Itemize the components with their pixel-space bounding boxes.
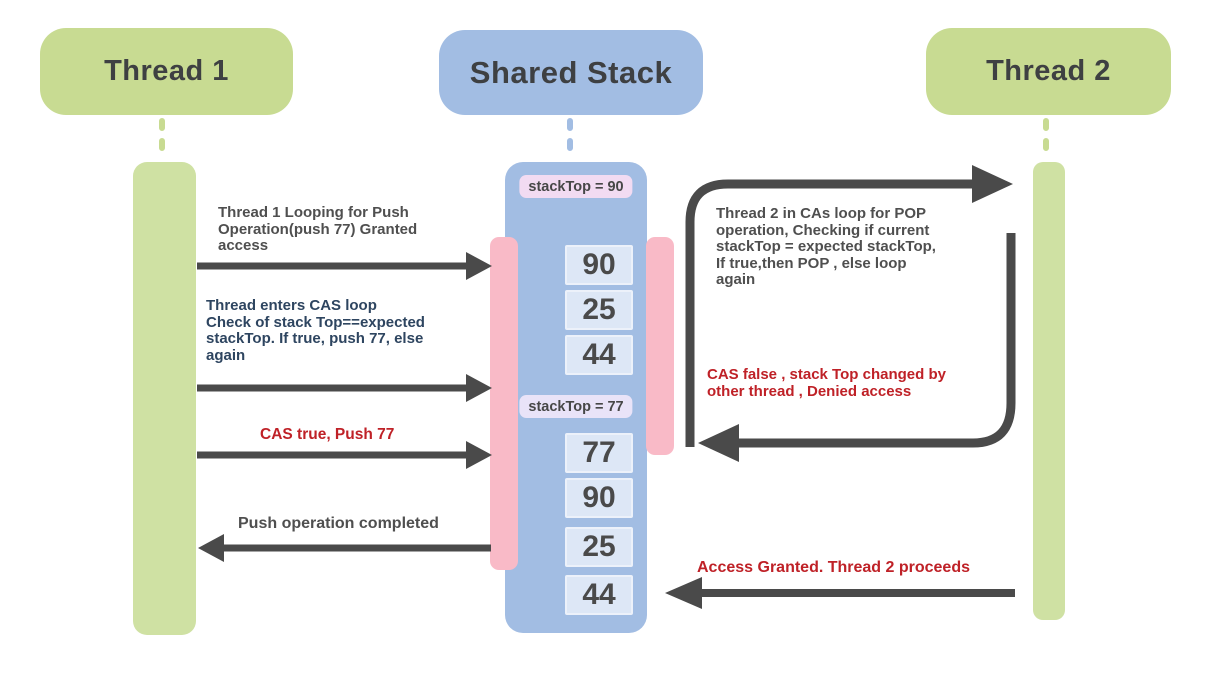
message-t1-push-request: Thread 1 Looping for Push Operation(push… [218,204,418,254]
arrow-push-request [197,252,492,280]
arrow-push-completed [198,534,491,562]
message-t1-cas-true: CAS true, Push 77 [260,426,395,443]
stack-cell: 90 [565,478,633,518]
message-t2-cas-false: CAS false , stack Top changed by other t… [707,366,946,400]
message-t2-access-granted: Access Granted. Thread 2 proceeds [697,559,970,576]
thread1-lifeline-bar [133,162,196,635]
shared-stack-container: stackTop = 90 90 25 44 stackTop = 77 77 … [505,162,647,633]
stack-cell: 77 [565,433,633,473]
thread1-title: Thread 1 [104,55,229,87]
thread2-lifeline-bar [1033,162,1065,620]
stack-cell: 25 [565,527,633,567]
arrow-cas-true [197,441,492,469]
message-t1-cas-loop: Thread enters CAS loop Check of stack To… [206,297,425,364]
stack-cell: 44 [565,575,633,615]
thread2-title: Thread 2 [986,55,1111,87]
shared-stack-title: Shared Stack [469,54,673,90]
stack-cell: 44 [565,335,633,375]
message-t2-pop-loop: Thread 2 in CAs loop for POP operation, … [716,205,936,288]
thread2-header-box: Thread 2 [926,28,1171,115]
thread1-header-box: Thread 1 [40,28,293,115]
shared-stack-header-box: Shared Stack [439,30,703,115]
stack-cell: 90 [565,245,633,285]
arrow-cas-loop [197,374,492,402]
stacktop-90-label: stackTop = 90 [519,175,633,198]
stack-activation-bar-left [490,237,518,570]
stack-cell: 25 [565,290,633,330]
message-t1-push-completed: Push operation completed [238,515,439,532]
arrow-access-granted [665,577,1015,609]
stack-activation-bar-right [646,237,674,455]
stacktop-77-label: stackTop = 77 [519,395,633,418]
